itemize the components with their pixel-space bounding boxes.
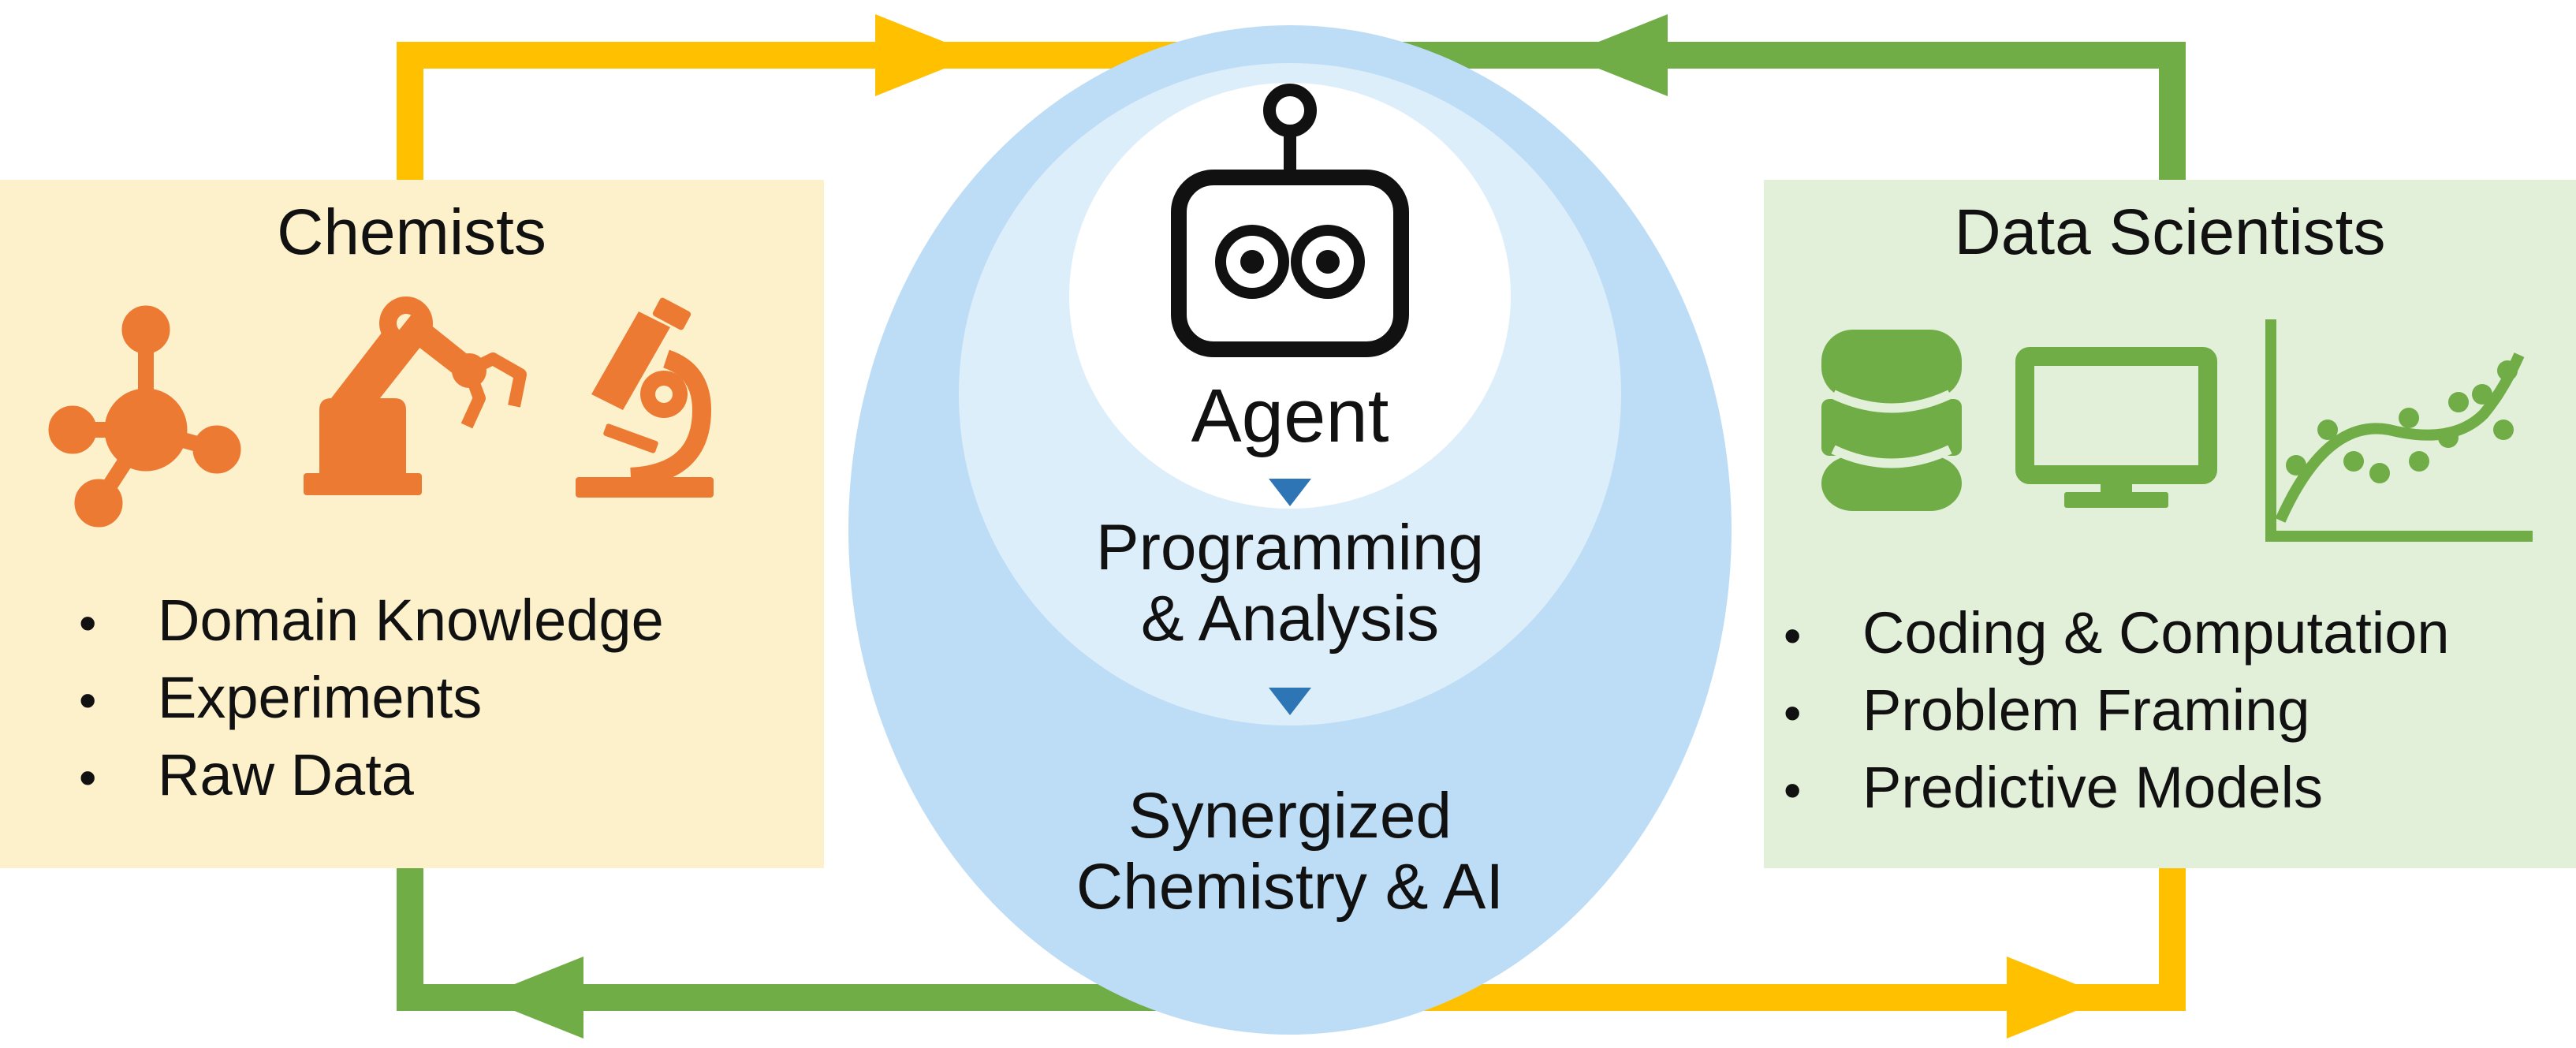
list-item-bullet: • — [79, 595, 96, 651]
analysis-label: & Analysis — [1141, 583, 1439, 655]
data-scientists-panel: Data Scientists — [1764, 180, 2576, 868]
molecule-icon — [48, 305, 241, 528]
chemistry-ai-label: Chemistry & AI — [1076, 851, 1504, 923]
data-scientists-title: Data Scientists — [1955, 196, 2386, 268]
list-item-bullet: • — [1784, 684, 1801, 741]
loop-top-left-arrow — [875, 14, 978, 96]
data-scientists-panel-bg — [1764, 180, 2576, 868]
chemists-title: Chemists — [277, 196, 546, 268]
chemists-list: • Domain Knowledge • Experiments • Raw D… — [79, 587, 664, 807]
loop-top-left-line — [397, 42, 1293, 181]
chemists-panel-bg — [0, 180, 824, 868]
list-item: Predictive Models — [1862, 755, 2323, 820]
feedback-loops — [397, 14, 2186, 1039]
robot-icon — [1171, 84, 1409, 357]
monitor-icon — [2015, 347, 2217, 508]
microscope-icon — [576, 297, 714, 498]
list-item-bullet: • — [1784, 607, 1801, 664]
agent-label: Agent — [1191, 374, 1389, 458]
flow-arrow-1 — [1269, 479, 1311, 506]
flow-arrow-2 — [1269, 688, 1311, 715]
synergized-label: Synergized — [1128, 780, 1452, 852]
database-icon — [1821, 330, 1962, 511]
list-item: Domain Knowledge — [158, 587, 664, 653]
robotic-arm-icon — [304, 296, 527, 495]
list-item: Problem Framing — [1862, 677, 2310, 743]
loop-top-right-arrow — [1565, 14, 1668, 96]
chemists-panel: Chemists — [0, 180, 824, 868]
list-item: Raw Data — [158, 742, 415, 807]
list-item: Experiments — [158, 665, 482, 730]
scatter-plot-icon — [2265, 319, 2533, 542]
loop-bottom-left-line — [397, 867, 1293, 1011]
data-scientists-list: • Coding & Computation • Problem Framing… — [1784, 600, 2450, 820]
programming-label: Programming — [1096, 512, 1484, 584]
loop-bottom-right-arrow — [2007, 957, 2109, 1039]
list-item-bullet: • — [79, 672, 96, 729]
loop-bottom-right-line — [1277, 867, 2186, 1011]
list-item-bullet: • — [79, 749, 96, 806]
list-item: Coding & Computation — [1862, 600, 2450, 666]
list-item-bullet: • — [1784, 762, 1801, 819]
loop-bottom-left-arrow — [481, 957, 583, 1039]
center-hub: Agent Programming & Analysis Synergized … — [848, 25, 1732, 1035]
